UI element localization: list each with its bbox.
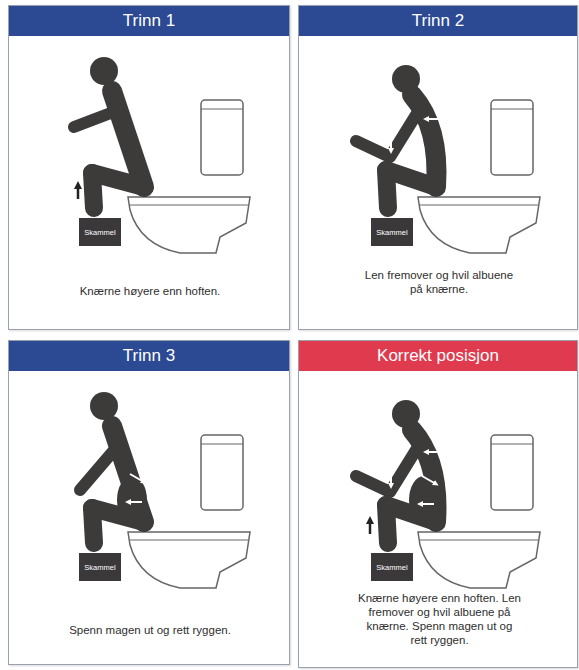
- correct-figure-part: [369, 520, 372, 534]
- belly-figure-part-part: [112, 426, 144, 522]
- sitting-figure-part-part: [112, 91, 144, 187]
- stool-label: Skammel: [376, 228, 407, 237]
- leaning-figure-part: [356, 95, 437, 208]
- correct-figure-part: [420, 503, 434, 505]
- leaning-figure-part-part: [386, 170, 436, 187]
- step-caption: Len fremover og hvil albuene på knærne.: [359, 268, 519, 296]
- leaning-figure-part-part: [356, 115, 416, 157]
- correct-figure-part: [392, 400, 420, 428]
- leaning-figure-part-part: [386, 170, 388, 208]
- step-panel: Trinn 1 Knærne høyere enn hoften. Skammel: [8, 5, 290, 330]
- step-caption: Knærne høyere enn hoften. Len fremover o…: [357, 591, 522, 647]
- stool-box: Skammel: [371, 553, 413, 581]
- stool-label: Skammel: [376, 563, 407, 572]
- step-panel: Korrekt posisjonKnærne høyere enn hoften…: [298, 340, 578, 668]
- correct-figure-part: [418, 435, 540, 588]
- belly-figure-part-part: [92, 508, 94, 543]
- sitting-figure-part-part: [74, 111, 116, 127]
- sitting-figure-part-part: [92, 173, 94, 208]
- belly-figure-part: [128, 435, 250, 588]
- correct-figure: [356, 400, 540, 588]
- step-heading: Trinn 3: [9, 341, 289, 371]
- step-caption: Knærne høyere enn hoften.: [25, 284, 275, 298]
- correct-figure-part: [390, 474, 392, 486]
- leaning-figure: [356, 65, 540, 253]
- sitting-figure-part: [128, 100, 250, 253]
- step-heading: Korrekt posisjon: [299, 341, 577, 371]
- leaning-figure-part: [390, 139, 392, 151]
- correct-figure-part-part: [386, 505, 388, 543]
- leaning-figure-part: [418, 100, 540, 253]
- step-caption: Spenn magen ut og rett ryggen.: [25, 623, 275, 637]
- step-panel: Trinn 3 Spenn magen ut og rett ryggen. Ska…: [8, 340, 290, 665]
- correct-figure-part: [409, 476, 439, 524]
- belly-figure-part: [80, 426, 144, 543]
- stool-box: Skammel: [79, 553, 121, 581]
- belly-figure-part-part: [92, 508, 144, 522]
- correct-figure-part-part: [412, 430, 437, 522]
- sitting-figure-part-part: [92, 173, 144, 187]
- leaning-figure-part: [392, 65, 420, 93]
- sitting-figure: [74, 57, 250, 253]
- leaning-figure-part: [426, 118, 438, 120]
- correct-figure-part-part: [356, 450, 416, 492]
- belly-figure-part: [128, 501, 142, 503]
- stool-box: Skammel: [371, 218, 413, 246]
- belly-figure-part: [130, 474, 144, 482]
- correct-figure-part: [426, 451, 438, 453]
- step-heading: Trinn 1: [9, 6, 289, 36]
- step-heading: Trinn 2: [299, 6, 577, 36]
- correct-figure-part: [356, 430, 437, 543]
- sitting-figure-part: [74, 91, 144, 208]
- stool-label: Skammel: [84, 563, 115, 572]
- stool-box: Skammel: [79, 218, 121, 246]
- leaning-figure-part-part: [412, 95, 437, 187]
- sitting-figure-part: [90, 57, 118, 85]
- belly-figure: [80, 392, 250, 588]
- belly-figure-part: [117, 476, 147, 524]
- belly-figure-part: [90, 392, 118, 420]
- sitting-figure-part: [77, 185, 80, 199]
- correct-figure-part-part: [386, 505, 436, 522]
- stool-label: Skammel: [84, 228, 115, 237]
- step-panel: Trinn 2 Len fremover og hvil albuene på k…: [298, 5, 578, 330]
- correct-figure-part: [422, 476, 436, 484]
- belly-figure-part-part: [80, 448, 116, 490]
